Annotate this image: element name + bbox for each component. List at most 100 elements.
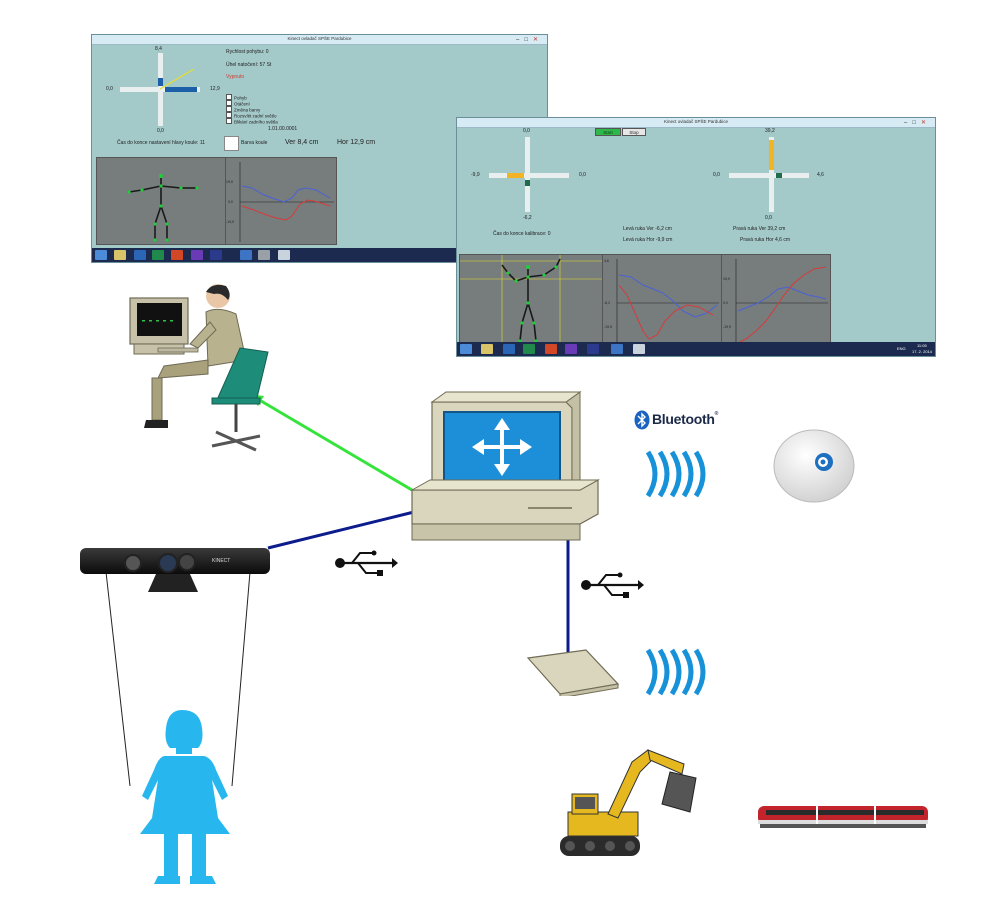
visual-studio-icon[interactable]: [565, 344, 577, 354]
kinect-field-right: [231, 571, 251, 787]
left-cross-bottom-value: -6,2: [523, 215, 532, 221]
excavator-model: [560, 749, 697, 856]
cross-right-value: 12,9: [210, 86, 220, 92]
central-computer: [410, 391, 600, 541]
visual-studio-icon[interactable]: [191, 250, 203, 260]
app-window-icon[interactable]: [633, 344, 645, 354]
left-hand-graph: 4,6 -6,2 -19,9: [602, 254, 722, 346]
cross-level-indicator: [158, 78, 163, 86]
wireless-waves-upper: [645, 450, 706, 498]
wireless-waves-lower: [645, 648, 706, 696]
graph2-tick-top: 19,9: [723, 277, 730, 281]
right-hand-horizontal: Pravá ruka Hor 4,6 cm: [740, 237, 791, 243]
left-hand-vertical: Levá ruka Ver -6,2 cm: [623, 226, 672, 232]
word-icon[interactable]: [134, 250, 146, 260]
explorer-icon[interactable]: [114, 250, 126, 260]
powerpoint-icon[interactable]: [545, 344, 557, 354]
countdown-label: Čas do konce nastavení hlavy koule: 11: [117, 140, 206, 146]
cross-horizontal-bar: [120, 87, 200, 92]
tray-clock[interactable]: 11:05: [917, 343, 927, 348]
kinect-base: [148, 574, 198, 592]
usb-icon-transmitter: [581, 572, 644, 598]
checkbox-back-light-blink[interactable]: Blikání zadního světla: [226, 118, 278, 125]
sphero-robot-ball: [773, 429, 855, 503]
kinect-lens-left: [124, 554, 142, 572]
kinect-field-left: [105, 571, 131, 787]
time-value: 1.01.00.0001: [268, 126, 298, 132]
graph-tick-mid: 0,0: [228, 200, 233, 204]
direction-line: [159, 68, 195, 90]
start-icon[interactable]: [95, 250, 107, 260]
left-cross-horizontal-bar: [489, 173, 569, 178]
start-button[interactable]: Start: [595, 128, 621, 136]
right-cross-bottom-value: 0,0: [765, 215, 772, 221]
checkbox-movement[interactable]: Pohyb: [226, 94, 247, 101]
left-cross-left-value: -9,9: [471, 172, 480, 178]
skeleton-figure: [127, 174, 199, 242]
excel-icon[interactable]: [152, 250, 164, 260]
word-icon[interactable]: [503, 344, 515, 354]
left-cross-top-value: 0,0: [523, 128, 530, 134]
left-hand-horizontal: Levá ruka Hor -9,9 cm: [623, 237, 673, 243]
right-hand-graph: 19,9 0,0 -19,9: [721, 254, 831, 346]
off-status-label: Vypnuto: [226, 74, 245, 80]
graph-tick-top: 19,9: [226, 180, 233, 184]
graph1-tick-mid: -6,2: [604, 301, 611, 305]
user-silhouette: [140, 710, 230, 884]
kinect-lens-right: [178, 553, 196, 571]
checkbox-back-light[interactable]: Rozsvítit zadní světlo: [226, 112, 277, 119]
green-link-to-operator: [255, 396, 413, 492]
usb-icon-kinect: [335, 550, 398, 576]
right-cross-right-value: 4,6: [817, 172, 824, 178]
usb-link-kinect: [267, 510, 415, 550]
kinect-lens-center: [158, 553, 178, 573]
graph1-tick-bottom: -19,9: [604, 325, 612, 329]
vertical-readout: Ver 8,4 cm: [285, 139, 319, 146]
window-title: Kinect ovladač SPŠE Pardubice: [287, 36, 352, 41]
app-window-icon[interactable]: [278, 250, 290, 260]
disk-icon[interactable]: [258, 250, 270, 260]
movement-graph: 19,9 0,0 -19,9: [225, 157, 337, 245]
kinect-app-window-calibration: Kinect ovladač SPŠE Pardubice –□✕ Start …: [456, 117, 936, 357]
stop-button[interactable]: Stop: [622, 128, 646, 136]
left-cross-horizontal-indicator: [507, 173, 524, 178]
window-controls[interactable]: –□✕: [904, 120, 931, 126]
window-title-bar: Kinect ovladač SPŠE Pardubice –□✕: [457, 118, 935, 128]
right-cross-left-value: 0,0: [713, 172, 720, 178]
window-controls[interactable]: –□✕: [516, 37, 543, 43]
skeleton-figure: [460, 255, 602, 345]
right-cross-horizontal-bar: [729, 173, 809, 178]
kinect-sensor: KINECT: [80, 544, 272, 594]
graph2-tick-bottom: -19,9: [723, 325, 731, 329]
cross-bottom-value: 0,0: [157, 128, 164, 134]
document-icon[interactable]: [611, 344, 623, 354]
left-cross-right-value: 0,0: [579, 172, 586, 178]
checkbox-rotation[interactable]: Otáčení: [226, 100, 250, 107]
ball-color-swatch[interactable]: [224, 136, 239, 151]
right-hand-vertical: Pravá ruka Ver 39,2 cm: [733, 226, 786, 232]
cross-top-value: 8,4: [155, 46, 162, 52]
checkbox-color-change[interactable]: Změna barvy: [226, 106, 260, 113]
vs-app-icon[interactable]: [587, 344, 599, 354]
vs-app-icon[interactable]: [210, 250, 222, 260]
tray-date[interactable]: 17. 2. 2014: [912, 349, 933, 354]
bluetooth-label: Bluetooth®: [652, 411, 719, 427]
movement-graph-lines: [239, 162, 334, 242]
calibration-countdown: Čas do konce kalibrace: 0: [493, 231, 551, 237]
right-cross-top-value: 39,2: [765, 128, 775, 134]
right-hand-graph-lines: [735, 259, 828, 344]
horizontal-readout: Hor 12,9 cm: [337, 139, 376, 146]
angle-label: Úhel natočení: 57 St: [226, 62, 272, 68]
cross-horizontal-indicator: [165, 87, 197, 92]
bluetooth-icon: [634, 410, 650, 430]
start-icon[interactable]: [460, 344, 472, 354]
excel-icon[interactable]: [523, 344, 535, 354]
bluetooth-trademark: ®: [714, 411, 719, 417]
document-icon[interactable]: [240, 250, 252, 260]
speed-label: Rychlost pohybu: 0: [226, 49, 269, 55]
ball-color-label: Barva koule: [241, 140, 268, 146]
tray-language[interactable]: ENG: [897, 346, 906, 351]
powerpoint-icon[interactable]: [171, 250, 183, 260]
explorer-icon[interactable]: [481, 344, 493, 354]
graph1-tick-top: 4,6: [604, 259, 609, 263]
